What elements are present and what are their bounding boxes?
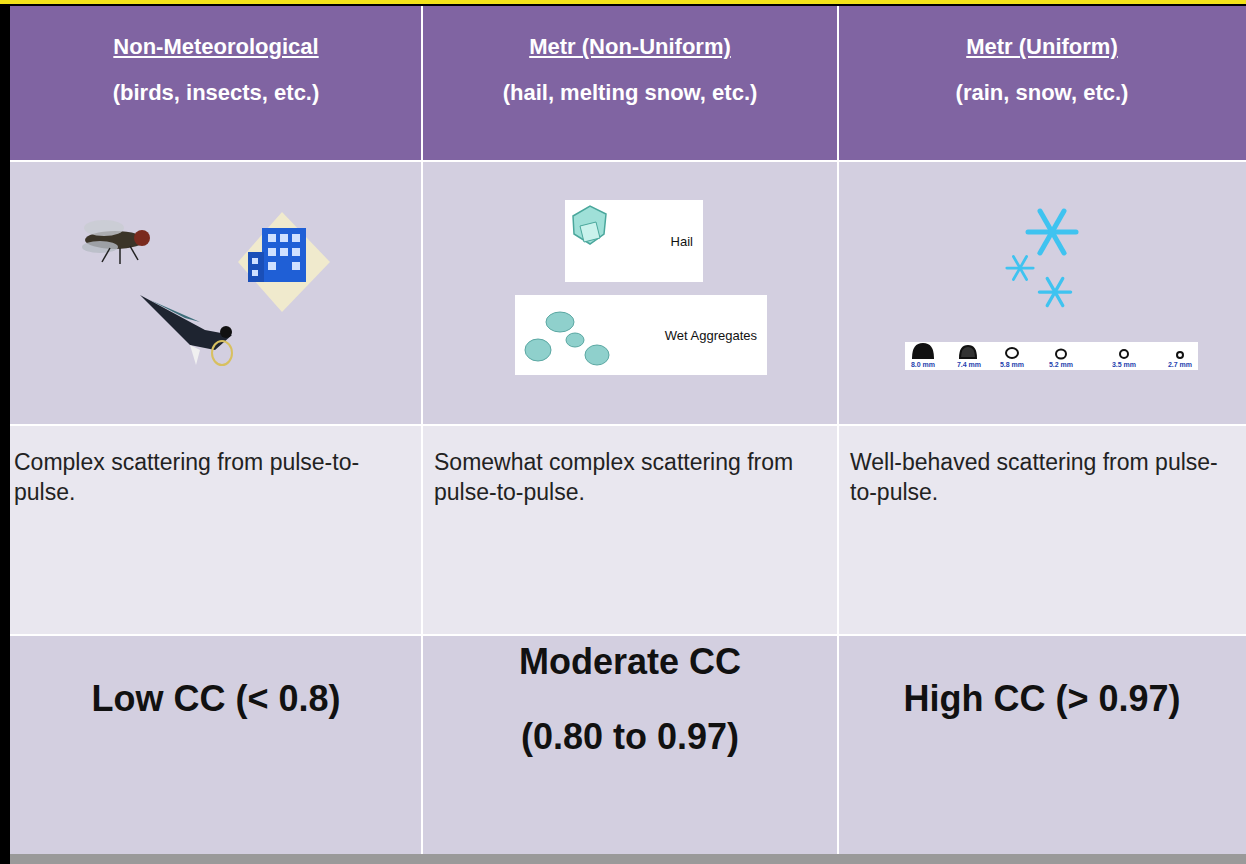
cc-value: High CC (> 0.97) (840, 678, 1244, 720)
bird-icon (140, 295, 232, 365)
column-heading: Non-Meteorological (12, 34, 420, 60)
aggregates-icon (525, 312, 609, 365)
header-row (10, 6, 1246, 160)
description-cell: Somewhat complex scattering from pulse-t… (434, 448, 829, 508)
fly-icon (82, 220, 150, 264)
description-cell: Well-behaved scattering from pulse-to-pu… (850, 448, 1235, 508)
top-band (0, 0, 1246, 4)
raindrop-strip (905, 342, 1198, 370)
column-subheading: (hail, melting snow, etc.) (424, 80, 836, 106)
column-heading: Metr (Uniform) (840, 34, 1244, 60)
drop-size: 5.2 mm (1043, 361, 1079, 368)
image-caption-box: Wet Aggregates (515, 295, 767, 375)
drop-size: 3.5 mm (1106, 361, 1142, 368)
column-subheading: (birds, insects, etc.) (12, 80, 420, 106)
bottom-band (10, 854, 1246, 864)
aggregates-panel (515, 295, 767, 375)
drop-size: 5.8 mm (994, 361, 1030, 368)
text-row (10, 426, 1246, 634)
image-row (10, 162, 1246, 424)
cc-row (10, 636, 1246, 854)
grid-lines (10, 6, 1246, 854)
cc-value: Moderate CC (424, 641, 836, 683)
column-heading: Metr (Non-Uniform) (424, 34, 836, 60)
raindrop-shapes (913, 344, 1183, 359)
cc-value: (0.80 to 0.97) (424, 716, 836, 758)
hail-icon (573, 206, 606, 244)
box-label: Wet Aggregates (665, 328, 757, 343)
drop-size: 7.4 mm (951, 361, 987, 368)
column-subheading: (rain, snow, etc.) (840, 80, 1244, 106)
hail-panel (565, 200, 703, 282)
cc-value: Low CC (< 0.8) (12, 678, 420, 720)
drop-size: 2.7 mm (1162, 361, 1198, 368)
drop-size: 8.0 mm (905, 361, 941, 368)
box-label: Hail (671, 234, 693, 249)
snowflake-icons (1007, 211, 1076, 306)
description-cell: Complex scattering from pulse-to-pulse. (14, 448, 414, 508)
building-icon (238, 212, 330, 312)
image-caption-box: Hail (565, 200, 703, 282)
